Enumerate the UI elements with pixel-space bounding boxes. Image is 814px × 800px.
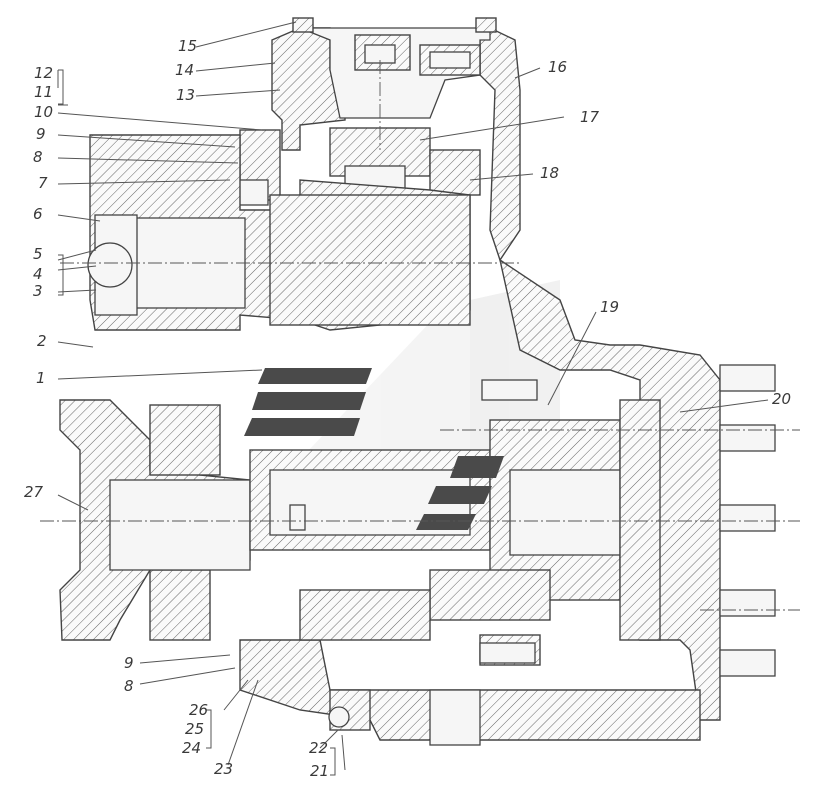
callout-4: 4 [33, 265, 43, 283]
callout-8-lower: 8 [124, 677, 134, 695]
upper-gear-housing [271, 17, 521, 262]
callout-17: 17 [580, 108, 600, 126]
callout-9-lower: 9 [124, 654, 134, 672]
clutch-plates [244, 368, 504, 530]
callout-20: 20 [772, 390, 791, 408]
housing-bolts [289, 379, 538, 728]
callout-5: 5 [33, 245, 43, 263]
callout-7: 7 [38, 174, 48, 192]
callout-16: 16 [548, 58, 567, 76]
callout-21: 21 [310, 762, 329, 780]
callout-3: 3 [33, 282, 43, 300]
callout-19: 19 [600, 298, 619, 316]
callout-1: 1 [36, 369, 46, 387]
callout-labels: 15 14 13 12 11 10 9 8 7 6 5 4 3 2 1 16 1… [24, 37, 791, 780]
upper-shaft-housing [87, 134, 471, 331]
callout-9-upper: 9 [36, 125, 46, 143]
leader-lines [57, 21, 769, 771]
callout-26: 26 [189, 701, 208, 719]
callout-12: 12 [34, 64, 53, 82]
callout-18: 18 [540, 164, 559, 182]
callout-brackets [58, 69, 336, 776]
callout-2: 2 [37, 332, 47, 350]
callout-11: 11 [34, 83, 53, 101]
callout-23: 23 [214, 760, 233, 778]
callout-13: 13 [176, 86, 195, 104]
callout-25: 25 [185, 720, 204, 738]
callout-24: 24 [182, 739, 201, 757]
callout-6: 6 [33, 205, 43, 223]
callout-27: 27 [24, 483, 44, 501]
callout-14: 14 [175, 61, 194, 79]
callout-22: 22 [309, 739, 328, 757]
right-housing-wall [498, 258, 776, 721]
callout-10: 10 [34, 103, 53, 121]
callout-8-upper: 8 [33, 148, 43, 166]
callout-15: 15 [178, 37, 197, 55]
center-lines [40, 60, 800, 611]
